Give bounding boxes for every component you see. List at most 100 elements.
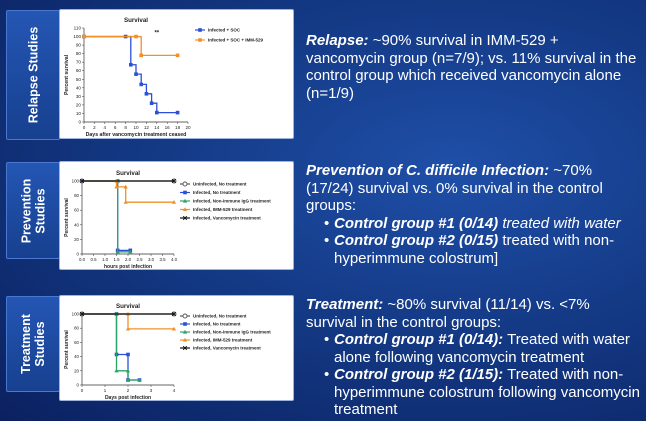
data-point xyxy=(171,311,177,317)
body-text: ~90% survival in IMM-529 + vancomycin gr… xyxy=(306,32,637,102)
y-tick-label: 20 xyxy=(76,102,82,107)
series-line xyxy=(82,180,131,251)
legend-marker xyxy=(182,313,188,319)
y-tick-label: 40 xyxy=(74,354,79,359)
legend-label: Uninfected, No treatment xyxy=(193,314,247,319)
control-group-label: Control group #1 (0/14): xyxy=(334,331,504,348)
series-2 xyxy=(79,311,142,382)
series-1 xyxy=(82,34,180,58)
x-tick-label: 4 xyxy=(104,125,107,130)
data-point xyxy=(123,184,128,189)
data-point xyxy=(125,326,131,331)
y-tick-label: 0 xyxy=(77,383,80,388)
series-line xyxy=(82,180,174,203)
data-point xyxy=(137,377,142,382)
control-group-label: Control group #1 (0/14) xyxy=(334,214,499,232)
x-tick-label: 4 xyxy=(173,388,176,393)
series-line xyxy=(82,313,140,381)
side-label-word-2: Studies xyxy=(33,321,47,367)
series-3 xyxy=(79,178,177,204)
data-point xyxy=(79,311,85,317)
legend-label: Infected, Vancomycin treatment xyxy=(193,346,261,351)
series-line xyxy=(84,35,178,114)
data-point xyxy=(128,249,133,254)
series-0 xyxy=(82,34,180,115)
legend-label: Infected, IMM-529 treatment xyxy=(193,207,253,212)
control-group-list: •Control group #1 (0/14): Treated with w… xyxy=(306,331,640,419)
x-tick-label: 1.0 xyxy=(102,257,109,262)
lead-text: Prevention of C. difficile Infection: xyxy=(306,162,550,179)
y-tick-label: 50 xyxy=(76,77,82,82)
y-tick-label: 60 xyxy=(74,340,79,345)
control-group-list: •Control group #1 (0/14) treated with wa… xyxy=(306,215,640,268)
prevention-text: Prevention of C. difficile Infection: ~7… xyxy=(306,162,640,267)
treatment-text: Treatment: ~80% survival (11/14) vs. <7%… xyxy=(306,296,640,419)
y-tick-label: 80 xyxy=(74,326,79,331)
x-tick-label: 14 xyxy=(154,125,160,130)
x-tick-label: 10 xyxy=(133,125,139,130)
control-group-desc: Treated with non-hyperimmune colostrum f… xyxy=(334,366,640,418)
side-label-word-1: Prevention xyxy=(19,178,34,243)
y-tick-label: 60 xyxy=(74,208,79,213)
legend-marker xyxy=(182,329,188,334)
y-axis-label: Percent survival xyxy=(64,330,70,369)
series-1 xyxy=(80,179,133,253)
data-point xyxy=(171,178,177,184)
series-4 xyxy=(79,178,177,184)
data-point xyxy=(155,110,159,115)
x-tick-label: 0 xyxy=(83,125,86,130)
data-point xyxy=(175,110,180,115)
x-tick-label: 16 xyxy=(165,125,171,130)
x-tick-label: 6 xyxy=(114,125,117,130)
data-point xyxy=(144,92,149,96)
y-tick-label: 30 xyxy=(76,94,82,99)
data-point xyxy=(115,249,120,254)
series-2 xyxy=(79,178,133,254)
y-tick-label: 20 xyxy=(74,368,79,373)
legend-marker xyxy=(182,337,188,342)
y-tick-label: 80 xyxy=(74,193,79,198)
series-line xyxy=(82,313,140,381)
y-tick-label: 40 xyxy=(76,85,82,90)
legend-label: Infected + SOC xyxy=(208,28,241,33)
x-tick-label: 3.0 xyxy=(148,257,155,262)
y-tick-label: 0 xyxy=(78,120,81,125)
x-tick-label: 1.5 xyxy=(113,257,120,262)
legend-label: Infected, No treatment xyxy=(193,190,241,195)
side-label-text: Relapse Studies xyxy=(26,26,41,124)
y-tick-label: 10 xyxy=(76,111,82,116)
legend-marker xyxy=(198,28,202,32)
data-point xyxy=(134,72,138,76)
x-tick-label: 4.0 xyxy=(171,257,178,262)
y-tick-label: 100 xyxy=(72,312,80,317)
y-tick-label: 40 xyxy=(74,222,79,227)
series-line xyxy=(84,35,178,56)
x-axis-label: hours post infection xyxy=(104,264,152,269)
legend-marker xyxy=(182,207,188,212)
side-label-word-1: Treatment xyxy=(19,314,33,374)
lead-text: Treatment: xyxy=(306,296,384,313)
chart-title: Survival xyxy=(116,170,140,177)
side-label-word-2: Studies xyxy=(33,187,48,234)
data-point xyxy=(171,326,177,331)
legend-marker xyxy=(182,181,188,187)
y-tick-label: 60 xyxy=(76,68,82,73)
series-1 xyxy=(80,312,142,382)
data-point xyxy=(175,53,180,58)
control-group-item: •Control group #2 (1/15): Treated with n… xyxy=(306,366,640,419)
x-tick-label: 18 xyxy=(175,125,181,130)
x-tick-label: 0.0 xyxy=(79,257,86,262)
control-group-desc: treated with water xyxy=(498,214,621,232)
control-group-item: •Control group #1 (0/14) treated with wa… xyxy=(306,215,640,233)
x-tick-label: 2 xyxy=(93,125,96,130)
x-tick-label: 3.5 xyxy=(159,257,166,262)
bullet-dot: • xyxy=(324,366,330,383)
x-tick-label: 0.5 xyxy=(90,257,97,262)
relapse-text: Relapse: ~90% survival in IMM-529 + vanc… xyxy=(306,32,638,102)
y-tick-label: 110 xyxy=(74,26,82,31)
legend-marker xyxy=(183,322,187,326)
legend-label: Infected + SOC + IMM-529 xyxy=(208,38,264,43)
data-point xyxy=(134,34,138,39)
